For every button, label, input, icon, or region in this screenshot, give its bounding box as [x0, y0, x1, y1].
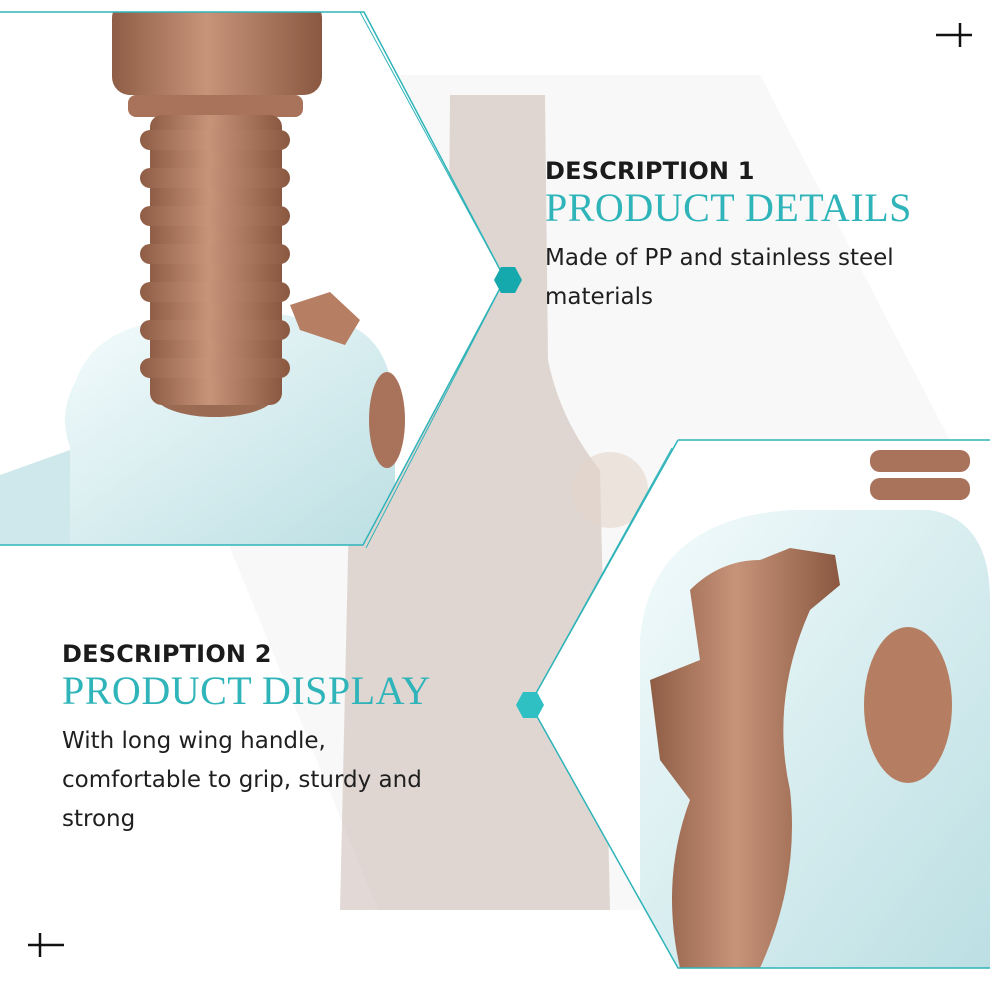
wing-handle-closeup-image — [530, 440, 990, 968]
hexagon-bullet-icon — [494, 267, 522, 293]
screw-closeup-image — [0, 12, 505, 545]
description-2-text-line: comfortable to grip, sturdy and — [62, 767, 422, 793]
description-2-text-line: With long wing handle, — [62, 728, 326, 754]
description-1-text: Made of PP and stainless steel materials — [545, 239, 975, 317]
plus-corner-mark-icon — [28, 933, 64, 957]
description-2-title: PRODUCT DISPLAY — [62, 668, 431, 713]
description-1-title: PRODUCT DETAILS — [545, 185, 912, 230]
description-1-text-line: materials — [545, 284, 653, 310]
hexagon-bullet-icon — [516, 692, 544, 718]
description-1-block: DESCRIPTION 1 PRODUCT DETAILS Made of PP… — [545, 157, 975, 317]
description-1-label: DESCRIPTION 1 — [545, 157, 755, 185]
description-2-text: With long wing handle, comfortable to gr… — [62, 722, 492, 839]
description-2-text-line: strong — [62, 806, 136, 832]
description-1-text-line: Made of PP and stainless steel — [545, 245, 894, 271]
plus-corner-mark-icon — [936, 23, 972, 47]
description-2-label: DESCRIPTION 2 — [62, 640, 272, 668]
description-2-block: DESCRIPTION 2 PRODUCT DISPLAY With long … — [62, 640, 492, 839]
